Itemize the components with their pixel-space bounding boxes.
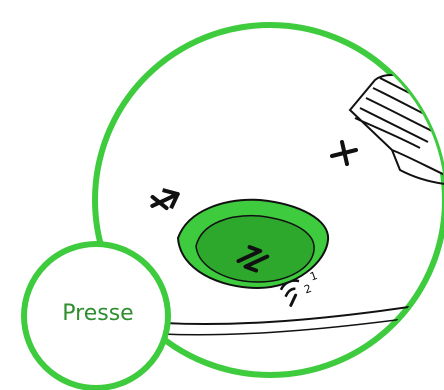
pairing-button[interactable] [176,198,330,290]
bluetooth-off-icon [150,188,180,211]
svg-text:2: 2 [302,282,313,297]
pairing-swap-icon [236,245,270,273]
svg-text:1: 1 [308,269,319,284]
callout-circle [21,241,171,390]
plus-icon [330,140,358,166]
press-label: Presse [62,301,134,326]
